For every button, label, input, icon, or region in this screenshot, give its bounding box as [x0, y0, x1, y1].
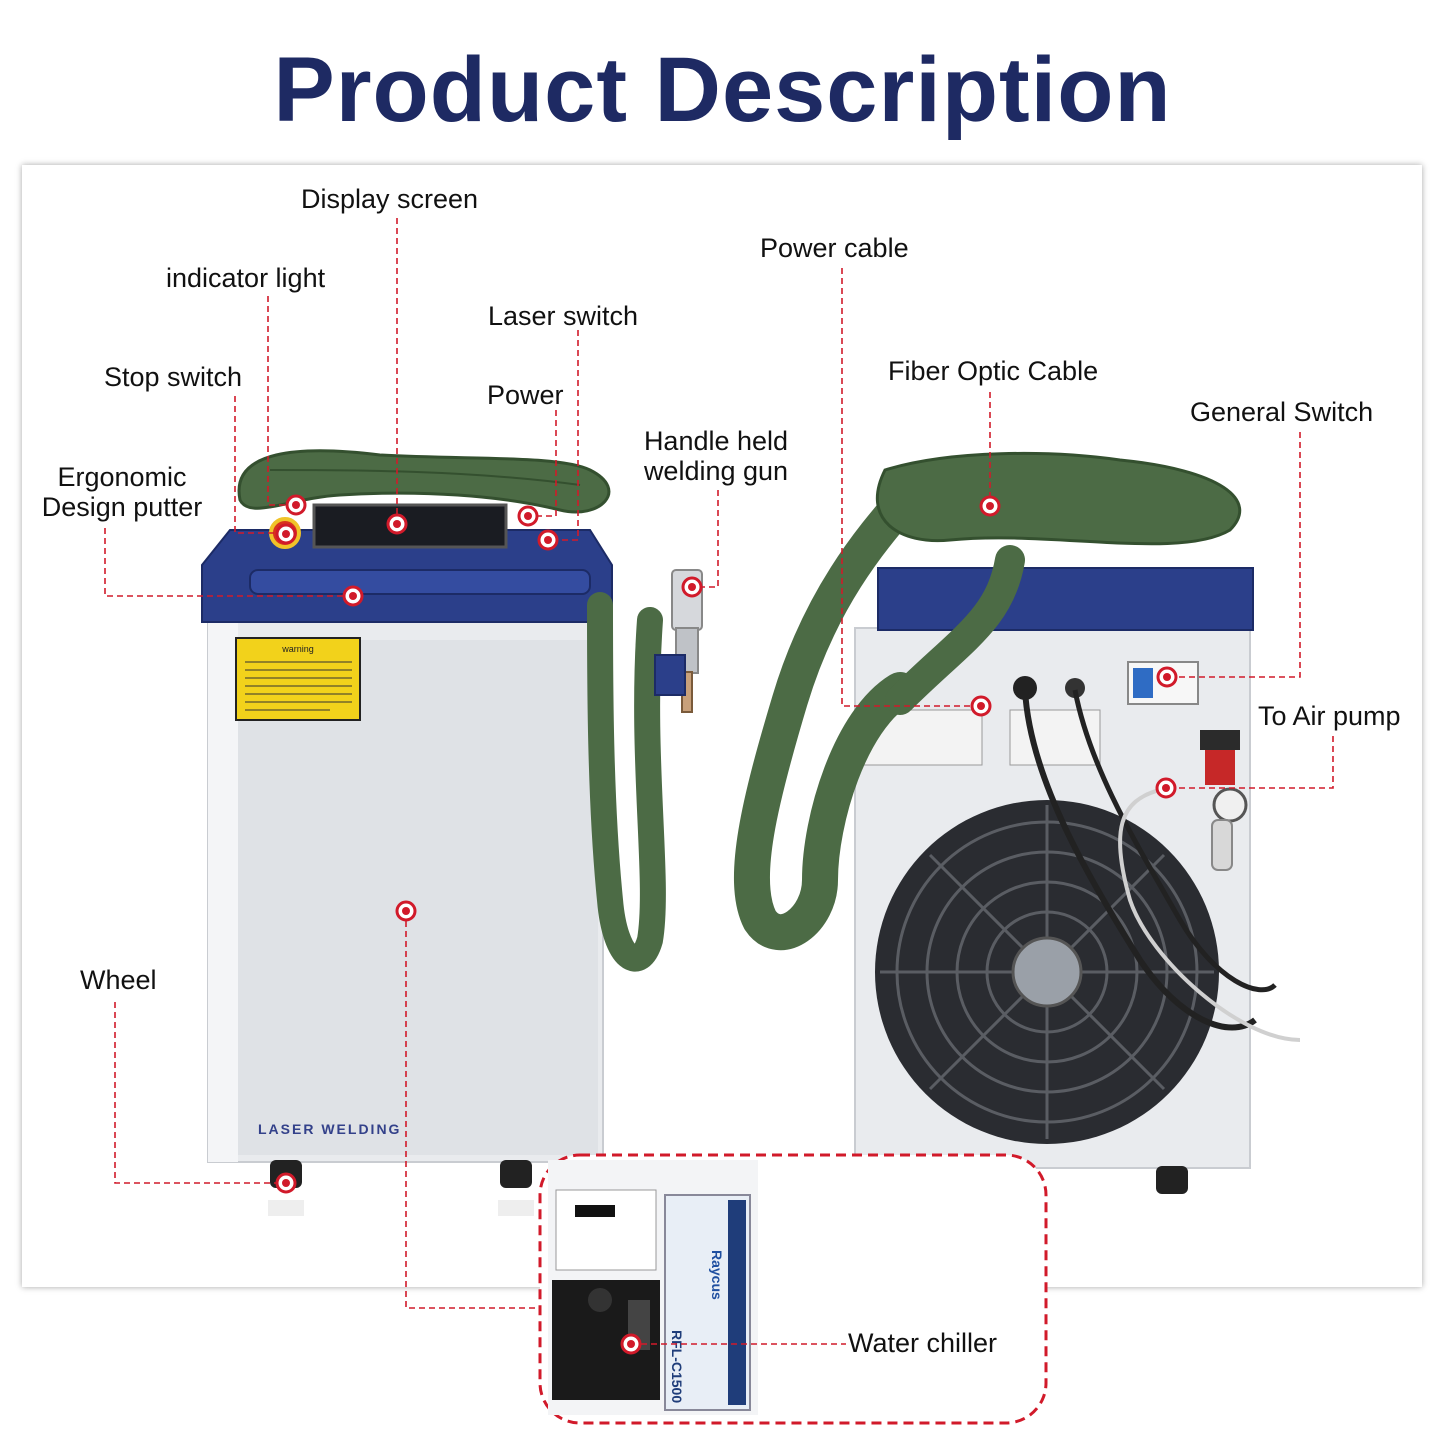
label-to-air-pump: To Air pump	[1258, 701, 1401, 731]
right-machine	[734, 451, 1301, 1194]
right-wheel	[1156, 1166, 1188, 1194]
warning-label: warning	[235, 637, 361, 721]
label-stop-switch: Stop switch	[104, 362, 243, 392]
label-ergonomic-line1: Ergonomic	[57, 462, 187, 492]
label-laser-switch: Laser switch	[488, 301, 639, 331]
label-indicator-light: indicator light	[166, 263, 326, 293]
red-ring-dot-icon	[681, 576, 703, 598]
label-power-cable: Power cable	[760, 233, 909, 263]
display-screen	[312, 503, 508, 549]
label-water-chiller: Water chiller	[848, 1328, 998, 1358]
label-ergonomic-line2: Design putter	[41, 492, 203, 522]
water-chiller-inset: Raycus RFL-C1500	[538, 1153, 1048, 1425]
red-ring-dot-icon	[275, 523, 297, 545]
red-ring-dot-icon	[537, 529, 559, 551]
cooling-fan-icon	[875, 800, 1219, 1144]
hanging-cable	[587, 592, 666, 972]
red-ring-dot-icon	[620, 1333, 642, 1355]
side-logo: LASER WELDING	[258, 1121, 401, 1137]
left-machine: warning LASER WELDING	[201, 449, 703, 1216]
warning-label-title: warning	[281, 644, 314, 654]
label-fiber-optic-cable: Fiber Optic Cable	[888, 356, 1099, 386]
callout-markers	[275, 494, 1178, 1355]
air-regulator	[1200, 730, 1248, 871]
red-ring-dot-icon	[386, 513, 408, 535]
red-ring-dot-icon	[285, 494, 307, 516]
module-model: RFL-C1500	[669, 1330, 685, 1403]
red-ring-dot-icon	[970, 695, 992, 717]
label-power: Power	[487, 380, 564, 410]
label-handle-line1: Handle held	[643, 426, 789, 456]
label-handle-line2: welding gun	[643, 456, 789, 486]
right-machine-top	[877, 567, 1254, 631]
label-general-switch: General Switch	[1190, 397, 1374, 427]
leader-lines	[104, 218, 1334, 1345]
red-ring-dot-icon	[517, 505, 539, 527]
page-title: Product Description	[273, 39, 1172, 141]
red-ring-dot-icon	[395, 900, 417, 922]
red-ring-dot-icon	[342, 585, 364, 607]
top-cable-coil	[237, 449, 611, 514]
red-ring-dot-icon	[275, 1172, 297, 1194]
label-ergonomic-design-putter: Ergonomic Design putter	[28, 462, 216, 522]
red-ring-dot-icon	[1156, 666, 1178, 688]
module-brand: Raycus	[709, 1250, 725, 1300]
left-wheel-back	[500, 1160, 532, 1188]
fiber-optic-cable	[734, 482, 923, 951]
red-ring-dot-icon	[979, 495, 1001, 517]
red-ring-dot-icon	[1155, 777, 1177, 799]
label-wheel: Wheel	[80, 965, 157, 995]
label-handle-held-welding-gun: Handle held welding gun	[626, 426, 806, 486]
label-display-screen: Display screen	[301, 184, 479, 214]
